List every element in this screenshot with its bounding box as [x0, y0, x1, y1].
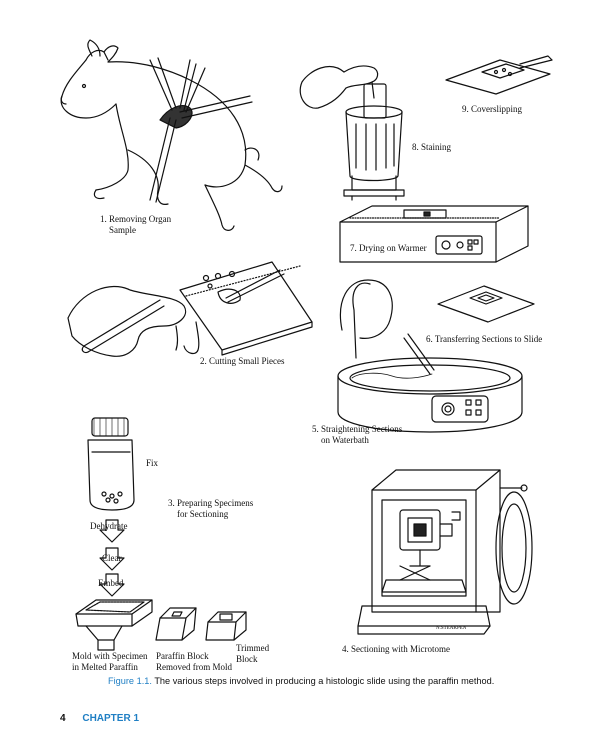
microtome-illustration: [358, 470, 532, 634]
staining-jar-illustration: [300, 66, 404, 200]
step-9-text: 9. Coverslipping: [462, 104, 522, 114]
figure-number: Figure 1.1.: [108, 676, 152, 686]
step-4-text: 4. Sectioning with Microtome: [342, 644, 450, 654]
slide-warmer-illustration: [340, 206, 528, 262]
page-number: 4: [60, 713, 66, 724]
chapter-title: CHAPTER 1: [82, 713, 140, 724]
trimmed-block-label: Trimmed Block: [236, 643, 270, 664]
step-3-text: 3. Preparing Specimens for Sectioning: [168, 498, 254, 519]
paraffin-block-illustration: [156, 608, 196, 640]
caption-text: The various steps involved in producing …: [154, 676, 495, 686]
fix-label: Fix: [146, 458, 159, 468]
waterbath-illustration: [338, 280, 522, 432]
step-7-text: 7. Drying on Warmer: [350, 243, 427, 253]
step-8-text: 8. Staining: [412, 142, 452, 152]
slide-transfer-illustration: [438, 286, 534, 322]
trimmed-block-illustration: [206, 612, 246, 640]
page-footer: 4 CHAPTER 1: [60, 713, 139, 724]
specimen-vial-illustration: [88, 418, 134, 596]
step-1-text: 1. Removing Organ Sample: [100, 214, 172, 235]
microtome-brand-text: N.STEAKPEN: [436, 626, 467, 631]
coverslip-illustration: [446, 56, 552, 94]
mold-label: Mold with Specimen in Melted Paraffin: [72, 651, 148, 672]
figure-caption: Figure 1.1. The various steps involved i…: [108, 676, 588, 686]
dehydrate-label: Dehydrate: [90, 521, 128, 531]
step-6-text: 6. Transferring Sections to Slide: [426, 334, 543, 344]
paraffin-block-label: Paraffin Block Removed from Mold: [156, 651, 232, 672]
cutting-board-illustration: [68, 262, 312, 356]
clear-label: Clear: [102, 553, 122, 563]
piglet-illustration: [61, 40, 282, 230]
step-2-text: 2. Cutting Small Pieces: [200, 356, 285, 366]
step-5-text: 5. Straightening Sections on Waterbath: [312, 424, 403, 445]
paraffin-mold-illustration: [76, 600, 152, 650]
embed-label: Embed: [98, 578, 124, 588]
